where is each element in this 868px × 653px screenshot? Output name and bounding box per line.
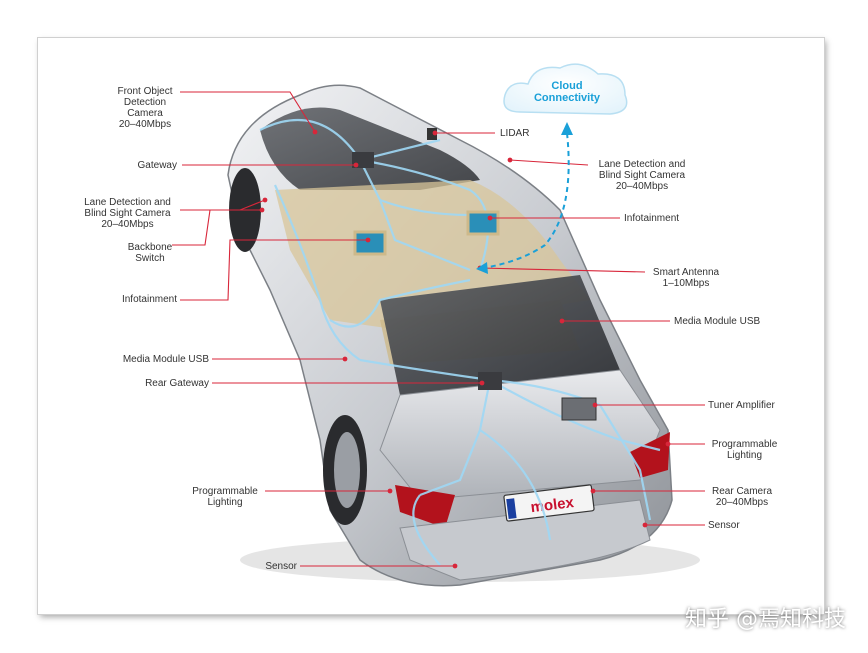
leader-dots	[259, 129, 671, 569]
watermark: 知乎 @焉知科技	[685, 607, 846, 632]
label-sensor-right: Sensor	[708, 520, 740, 531]
label-lane-left: Lane Detection and Blind Sight Camera 20…	[84, 197, 171, 230]
label-sensor-left: Sensor	[265, 561, 297, 572]
antenna-arrow-head-icon	[476, 262, 488, 274]
rear-bumper	[399, 499, 651, 581]
label-infotainment-left: Infotainment	[121, 294, 177, 305]
label-smart-antenna: Smart Antenna 1–10Mbps	[652, 267, 720, 289]
taillight-left	[395, 485, 455, 528]
label-backbone-switch: Backbone Switch	[127, 242, 173, 264]
cloud-link-arrow	[482, 132, 570, 269]
label-rear-gateway: Rear Gateway	[145, 378, 209, 389]
label-lane-right: Lane Detection and Blind Sight Camera 20…	[598, 159, 686, 192]
leader-lines	[172, 91, 705, 567]
cloud-label: Cloud Connectivity	[533, 80, 600, 104]
label-rear-camera: Rear Camera 20–40Mbps	[711, 486, 773, 508]
label-lighting-left: Programmable Lighting	[192, 486, 258, 508]
tuner-amplifier-module	[561, 397, 597, 421]
label-media-left: Media Module USB	[122, 354, 209, 365]
cloud-arrow-head-icon	[561, 122, 573, 135]
license-plate	[503, 484, 595, 522]
label-lighting-right: Programmable Lighting	[711, 439, 778, 461]
infotainment-screen-right	[466, 210, 500, 236]
label-gateway: Gateway	[137, 160, 177, 171]
rear-window	[380, 275, 620, 395]
wheel-rear-left-rim	[334, 432, 360, 508]
label-infotainment-right: Infotainment	[624, 213, 680, 224]
label-front-camera: Front Object Detection Camera 20–40Mbps	[117, 86, 173, 130]
cloud-icon	[503, 63, 628, 115]
lidar-unit	[427, 128, 437, 140]
plate-text: molex	[530, 494, 576, 516]
infotainment-screen-left	[353, 230, 387, 256]
label-media-right: Media Module USB	[674, 316, 761, 327]
rear-gateway-module	[478, 372, 502, 390]
roof-glass	[260, 107, 480, 190]
taillight-right	[630, 432, 670, 478]
label-tuner-amplifier: Tuner Amplifier	[708, 400, 775, 411]
plate-eu-strip	[506, 498, 517, 520]
label-lidar: LIDAR	[500, 128, 530, 139]
